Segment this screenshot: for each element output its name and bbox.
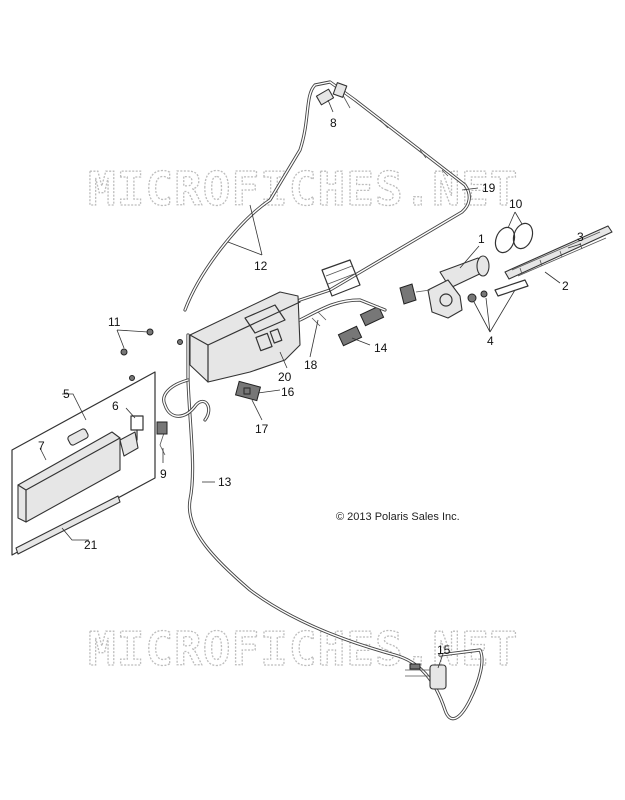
callout-21: 21 (84, 538, 98, 552)
callout-14: 14 (374, 341, 388, 355)
fastener-11b (120, 348, 128, 356)
callout-10: 10 (509, 197, 523, 211)
callout-1: 1 (478, 232, 485, 246)
washer-bracket-assembly (11, 371, 156, 556)
wiper-motor (399, 255, 490, 319)
callout-19: 19 (482, 181, 496, 195)
callout-17: 17 (255, 422, 269, 436)
connector-14 (298, 298, 387, 347)
callout-15: 15 (437, 643, 451, 657)
callout-5: 5 (63, 387, 70, 401)
washer-hose (156, 333, 484, 721)
callout-9: 9 (160, 467, 167, 481)
callout-11: 11 (108, 315, 121, 329)
watermark-top: MICROFICHES.NET (88, 162, 518, 216)
hose-clamps (494, 222, 534, 254)
callout-3: 3 (577, 230, 584, 244)
wiper-arm-blade (494, 225, 613, 297)
washer-reservoir (189, 291, 301, 383)
fastener-b (177, 339, 183, 345)
callout-18: 18 (304, 358, 318, 372)
callout-4: 4 (487, 334, 494, 348)
callout-12: 12 (254, 259, 268, 273)
watermark-bottom: MICROFICHES.NET (88, 622, 518, 676)
callout-2: 2 (562, 279, 569, 293)
trim-strip (15, 495, 121, 555)
leader-lines (39, 99, 582, 669)
callout-16: 16 (281, 385, 295, 399)
callout-8: 8 (330, 116, 337, 130)
connector-16 (234, 380, 262, 402)
connector-15 (405, 663, 447, 690)
callout-7: 7 (38, 439, 45, 453)
callout-13: 13 (218, 475, 232, 489)
callout-6: 6 (112, 399, 119, 413)
copyright-text: © 2013 Polaris Sales Inc. (336, 511, 460, 523)
wire-harness-frame (183, 80, 471, 347)
callout-20: 20 (278, 370, 292, 384)
fastener-a (129, 375, 135, 381)
